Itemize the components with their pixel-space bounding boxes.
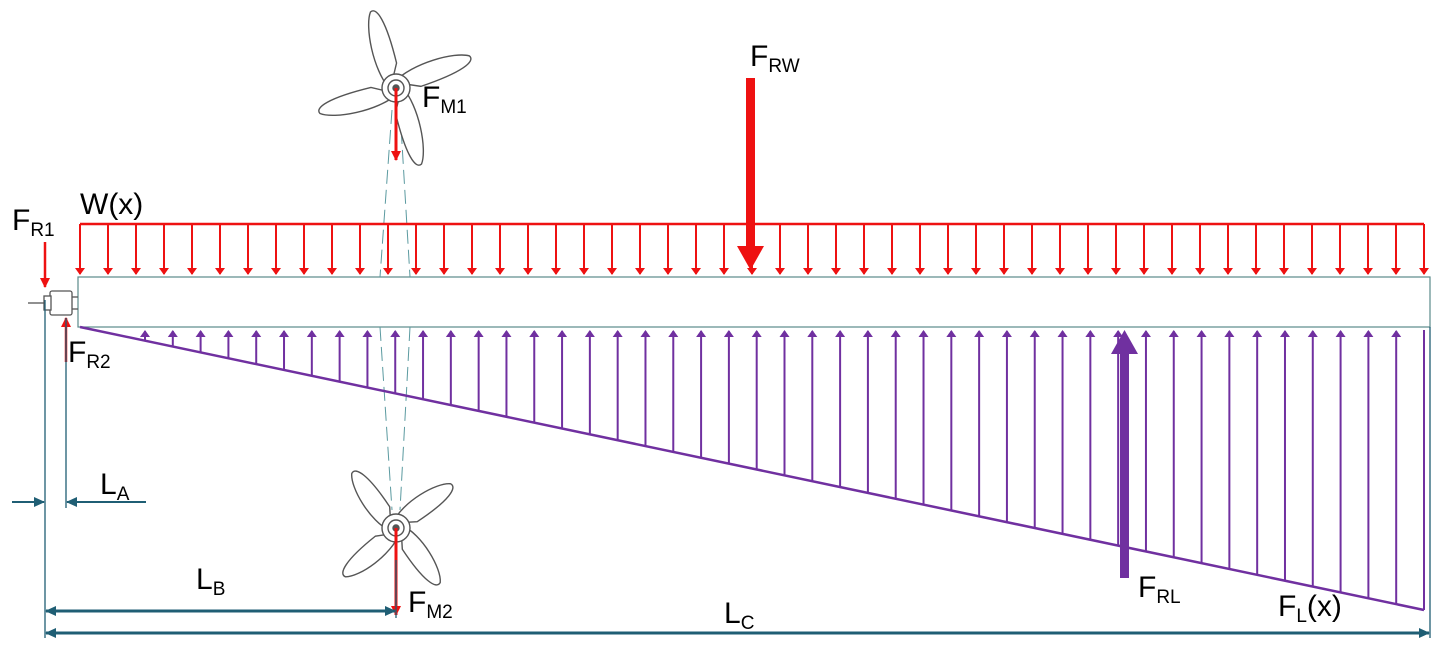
propeller-blade <box>342 531 401 578</box>
length-b-label: LB <box>196 563 225 600</box>
distributed-lift-load <box>79 325 1425 612</box>
length-c-label: LC <box>724 597 754 634</box>
lift-load-slope <box>79 325 1425 612</box>
distributed-weight-label: W(x) <box>80 188 143 221</box>
motor-axis-lines <box>379 109 411 511</box>
lower-propeller-icon <box>342 470 454 586</box>
reaction-1-label: FR1 <box>12 204 55 241</box>
lift-distribution-label: FL(x) <box>1278 590 1342 627</box>
wing-spar <box>77 276 1431 328</box>
motor-1-label: FM1 <box>422 81 467 118</box>
dimension-lines <box>44 300 1431 638</box>
propeller-blade <box>394 84 425 166</box>
resultant-lift-label: FRL <box>1138 571 1181 608</box>
resultant-weight-label: FRW <box>750 40 800 77</box>
resultant-lift-arrow <box>1111 330 1138 578</box>
length-a-label: LA <box>100 468 130 505</box>
propeller-blade <box>392 54 472 88</box>
motor-2-label: FM2 <box>408 586 453 623</box>
resultant-weight-arrow <box>737 78 764 270</box>
propeller-blade <box>391 483 454 524</box>
motor-mount-icon <box>28 290 78 316</box>
propeller-blade <box>318 86 400 117</box>
reaction-2-label: FR2 <box>68 336 111 373</box>
propeller-blade <box>367 10 398 92</box>
propeller-blade <box>400 523 441 586</box>
propeller-blade <box>351 470 392 533</box>
